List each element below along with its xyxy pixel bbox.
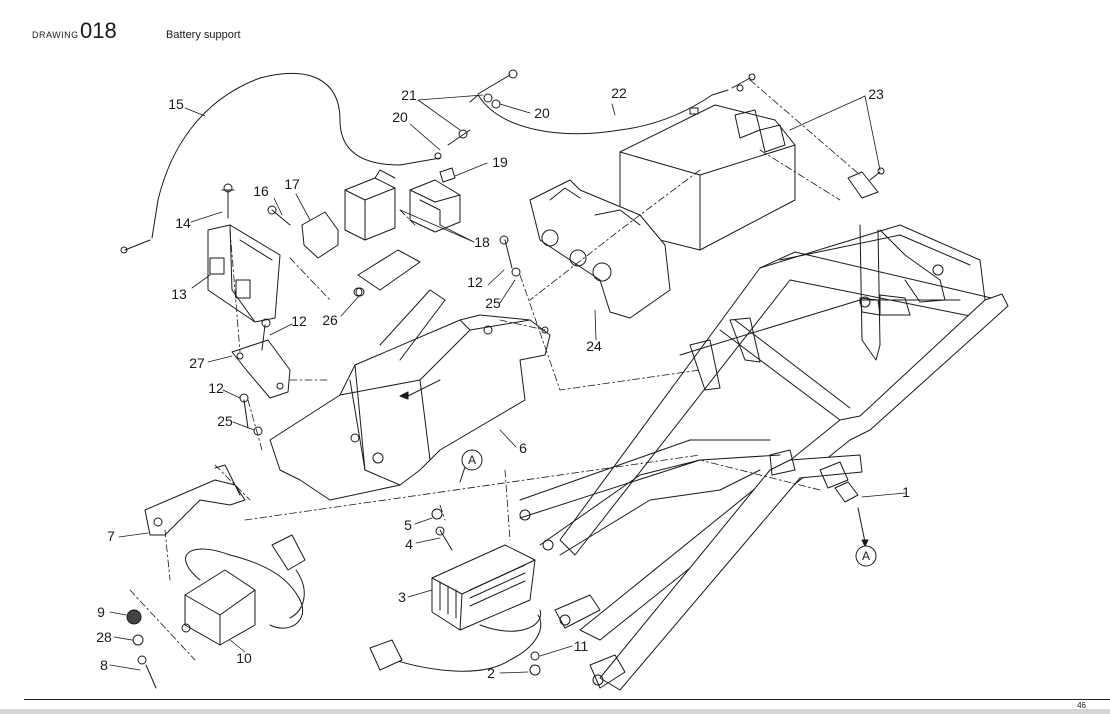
- relay-bracket: [301, 211, 421, 297]
- rear-subframe: [519, 224, 1009, 691]
- callout-20-b: 20: [534, 105, 550, 121]
- view-marker-a-main: [461, 449, 483, 471]
- cable-clip: [834, 481, 859, 503]
- bracket-plate: [231, 339, 291, 399]
- callout-21: 21: [401, 87, 417, 103]
- callout-18: 18: [474, 234, 490, 250]
- callout-25-a: 25: [217, 413, 233, 429]
- callout-4: 4: [405, 536, 413, 552]
- callout-22: 22: [611, 85, 627, 101]
- callout-15: 15: [168, 96, 184, 112]
- drawing-number: 018: [80, 18, 117, 43]
- callout-6: 6: [519, 440, 527, 456]
- callout-16: 16: [253, 183, 269, 199]
- view-marker-a-main-label: A: [468, 453, 476, 467]
- callout-12-b: 12: [208, 380, 224, 396]
- terminal-bracket: [847, 171, 879, 199]
- control-unit: [207, 224, 281, 323]
- battery-rubber-holder: [529, 179, 671, 319]
- callout-27: 27: [189, 355, 205, 371]
- callout-2: 2: [487, 665, 495, 681]
- fuse-boxes: [344, 169, 461, 241]
- drawing-label: DRAWING: [32, 30, 79, 40]
- callout-7: 7: [107, 528, 115, 544]
- callout-24: 24: [586, 338, 602, 354]
- page-number: 46: [1077, 701, 1086, 710]
- view-marker-a-detail-label: A: [862, 549, 870, 563]
- footer-band: [0, 709, 1110, 714]
- view-marker-a-detail: [855, 545, 877, 567]
- battery-support-tray: [269, 289, 551, 501]
- sensor-with-wiring: [181, 534, 306, 646]
- callout-25-b: 25: [485, 295, 501, 311]
- fasteners: [126, 69, 885, 689]
- callout-12-a: 12: [291, 313, 307, 329]
- callout-9: 9: [97, 604, 105, 620]
- battery-cable: [469, 84, 744, 135]
- callout-23: 23: [868, 86, 884, 102]
- callout-13: 13: [171, 286, 187, 302]
- callout-20-a: 20: [392, 109, 408, 125]
- voltage-regulator: [369, 544, 542, 672]
- callout-26: 26: [322, 312, 338, 328]
- mounting-bracket: [144, 464, 246, 536]
- callout-3: 3: [398, 589, 406, 605]
- footer-rule: [24, 699, 1110, 700]
- callout-11: 11: [574, 638, 589, 654]
- ground-cable: [120, 72, 441, 254]
- callout-28: 28: [96, 629, 112, 645]
- callout-10: 10: [236, 650, 252, 666]
- callout-1: 1: [902, 484, 910, 500]
- page-title: Battery support: [166, 29, 241, 41]
- callout-8: 8: [100, 657, 108, 673]
- callout-19: 19: [492, 154, 508, 170]
- callout-5: 5: [404, 517, 412, 533]
- leader-lines: [109, 94, 906, 674]
- callout-14: 14: [175, 215, 191, 231]
- callout-12-c: 12: [467, 274, 483, 290]
- callout-17: 17: [284, 176, 300, 192]
- assembly-lines: [129, 79, 861, 661]
